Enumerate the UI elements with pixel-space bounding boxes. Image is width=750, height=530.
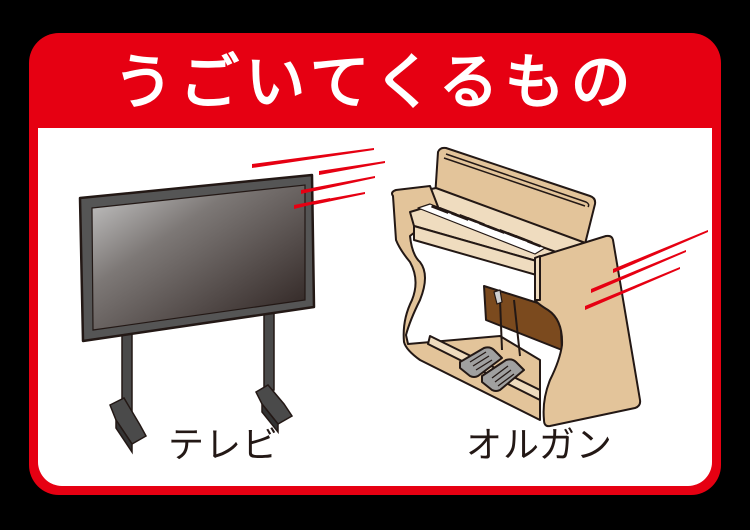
card-title: うごいてくるもの	[113, 47, 637, 118]
card: うごいてくるもの	[29, 33, 721, 495]
item-label-organ: オルガン	[466, 425, 613, 466]
item-label-tv: テレビ	[168, 425, 280, 466]
